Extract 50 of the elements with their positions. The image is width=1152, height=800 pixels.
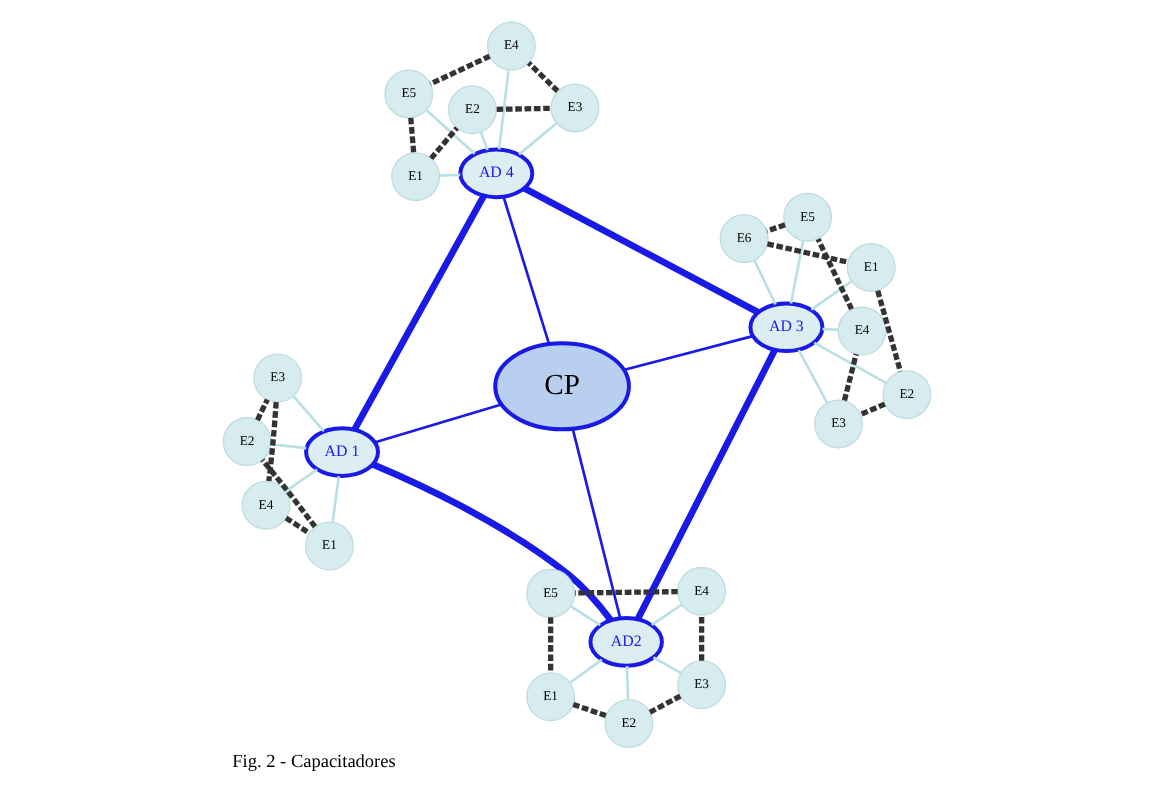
connector xyxy=(496,69,509,150)
connector xyxy=(570,428,621,619)
connector xyxy=(269,442,306,450)
connector xyxy=(330,476,340,523)
connector xyxy=(651,656,681,674)
connector xyxy=(283,515,310,536)
connector xyxy=(752,259,776,305)
connector xyxy=(521,185,759,316)
connector xyxy=(291,395,324,432)
connector xyxy=(547,617,553,673)
connector xyxy=(624,665,629,700)
connector xyxy=(428,126,458,161)
connector xyxy=(573,588,677,596)
connector xyxy=(438,173,460,177)
connector xyxy=(698,615,704,661)
connector xyxy=(259,458,317,529)
connector xyxy=(796,349,828,404)
connector xyxy=(265,401,278,482)
connector xyxy=(840,353,858,402)
connector xyxy=(765,222,785,234)
connector xyxy=(623,334,753,372)
connector xyxy=(428,53,490,87)
connector xyxy=(517,122,557,156)
connector xyxy=(525,61,559,93)
connector xyxy=(283,468,317,493)
connector xyxy=(812,341,886,385)
connector xyxy=(254,398,269,422)
connector xyxy=(874,290,902,373)
connector xyxy=(765,241,848,265)
connector xyxy=(571,701,606,719)
connector xyxy=(370,461,613,623)
connector xyxy=(633,348,777,621)
connector xyxy=(407,117,416,153)
connector xyxy=(647,693,681,715)
connector xyxy=(373,403,501,444)
connector xyxy=(569,605,600,627)
connector xyxy=(501,196,550,345)
connector xyxy=(809,280,851,311)
connector xyxy=(814,237,853,311)
connector xyxy=(495,105,550,112)
connector xyxy=(788,240,804,304)
connector xyxy=(478,131,488,151)
connector xyxy=(650,603,682,626)
caption: Fig. 2 - Capacitadores xyxy=(231,753,395,774)
node-ellipse: CP xyxy=(492,341,630,432)
connector xyxy=(821,327,838,332)
connector xyxy=(350,194,486,431)
connector xyxy=(424,109,475,155)
connector xyxy=(568,658,602,684)
connector xyxy=(858,401,885,417)
